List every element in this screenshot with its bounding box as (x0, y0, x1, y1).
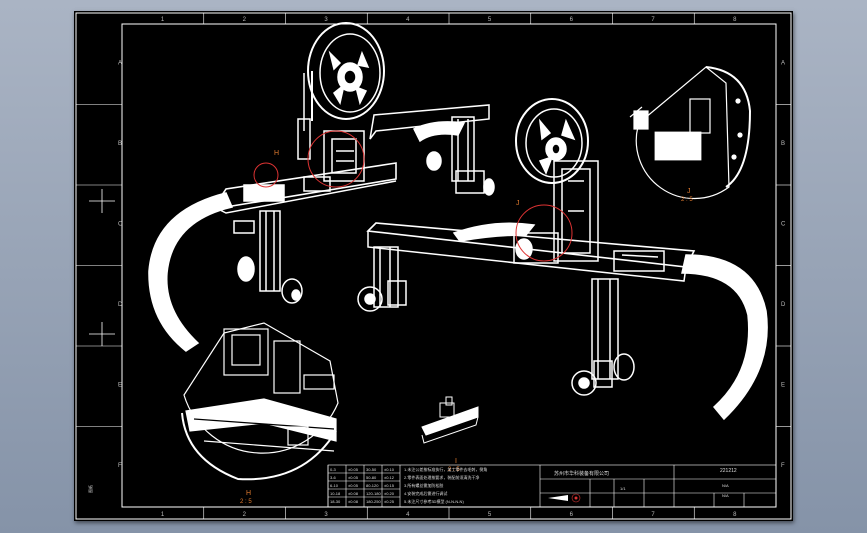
tolerance-cell: ±0.25 (384, 499, 395, 504)
zone-label-left: C (118, 221, 123, 227)
tolerance-cell: ±0.10 (384, 467, 395, 472)
zone-label-left: B (118, 141, 122, 147)
tolerance-table: 0-3 ±0.05 30-50 ±0.10 3-6 ±0.05 50-80 ±0.12 6-10… (330, 467, 395, 504)
note-line: 1.未注公差按标准执行，加工零件去毛刺，倒角 (404, 466, 487, 472)
tolerance-cell: ±0.08 (348, 491, 359, 496)
zone-label-bottom: 5 (488, 512, 492, 518)
zone-label-bottom: 4 (406, 512, 410, 518)
zone-label-right: C (781, 221, 786, 227)
zone-label-bottom: 6 (570, 512, 574, 518)
tolerance-cell: 120-180 (366, 491, 381, 496)
zone-label-bottom: 8 (733, 512, 737, 518)
tolerance-cell: ±0.12 (384, 475, 395, 480)
zone-label-left: F (118, 463, 122, 469)
zone-label-right: B (781, 141, 785, 147)
projection-symbol-circle (571, 493, 581, 503)
detail-label-h: H (246, 490, 251, 497)
zone-label-top: 7 (651, 17, 655, 23)
detail-view-bottom-left (181, 322, 339, 481)
tolerance-cell: 0-3 (330, 467, 337, 472)
tolerance-cell: ±0.05 (348, 483, 359, 488)
zone-label-bottom: 2 (243, 512, 247, 518)
tolerance-cell: 30-50 (366, 467, 377, 472)
left-curved-chute (148, 192, 234, 352)
zone-label-left: E (118, 382, 122, 388)
zone-label-top: 4 (406, 17, 410, 23)
side-stamp: 图纸 (87, 485, 93, 493)
drawing-number: 221212 (720, 468, 737, 474)
tolerance-cell: ±0.20 (384, 491, 395, 496)
zone-label-bottom: 3 (324, 512, 328, 518)
finish-value: N/A (722, 493, 729, 498)
right-assembly (357, 98, 768, 421)
title-block-text: 苏州市华科装备有限公司 221212 N/A N/A 1/1 图纸 (87, 468, 737, 498)
detail-label-j: J (687, 188, 691, 195)
zone-label-top: 8 (733, 17, 737, 23)
right-curved-chute (681, 254, 768, 421)
scale-value: 1/1 (620, 486, 626, 491)
zone-label-bottom: 1 (161, 512, 165, 518)
zone-label-top: 1 (161, 17, 165, 23)
zone-label-left: A (118, 60, 122, 66)
zone-label-right: E (781, 382, 785, 388)
zone-label-top: 2 (243, 17, 247, 23)
tolerance-cell: 50-80 (366, 475, 377, 480)
note-line: 4.安装完成后需进行调试 (404, 490, 447, 496)
zone-label-bottom: 7 (651, 512, 655, 518)
right-reel (515, 98, 589, 184)
zone-label-top: 6 (570, 17, 574, 23)
tolerance-cell: 180-250 (366, 499, 381, 504)
title-block (327, 464, 777, 508)
tolerance-cell: 10-18 (330, 491, 341, 496)
detail-scale-i: 2 : 5 (448, 467, 460, 473)
zone-label-top: 5 (488, 17, 492, 23)
zone-label-right: F (781, 463, 785, 469)
tolerance-cell: 6-10 (330, 483, 339, 488)
detail-labels: H 2 : 5 I 2 : 5 J 2 : 5 H J (240, 150, 693, 505)
notes-list: 1.未注公差按标准执行，加工零件去毛刺，倒角 2.零件表面处理按要求，装配前须清洗… (404, 466, 487, 504)
note-line: 3.所有螺丝需加防松胶 (404, 482, 443, 488)
detail-view-small (421, 396, 479, 444)
projection-symbol-cone (548, 495, 568, 501)
detail-marker-j: J (516, 200, 520, 207)
company-name: 苏州市华科装备有限公司 (554, 470, 609, 477)
note-line: 2.零件表面处理按要求，装配前须清洗干净 (404, 474, 479, 480)
zone-label-left: D (118, 302, 123, 308)
material-value: N/A (722, 483, 729, 488)
left-reel (297, 22, 385, 160)
tolerance-cell: ±0.05 (348, 475, 359, 480)
tolerance-cell: 18-30 (330, 499, 341, 504)
detail-marker-h: H (274, 150, 279, 157)
tolerance-cell: ±0.08 (348, 499, 359, 504)
tolerance-cell: 3-6 (330, 475, 337, 480)
detail-view-top-right (629, 66, 752, 200)
centering-marks (89, 189, 115, 346)
detail-scale-h: 2 : 5 (240, 499, 252, 505)
zone-label-right: A (781, 60, 785, 66)
note-line: 5.未注尺寸参考3D模型 (N-N-N-N) (404, 498, 464, 504)
zone-label-right: D (781, 302, 786, 308)
tolerance-cell: 80-120 (366, 483, 379, 488)
detail-scale-j: 2 : 5 (681, 197, 693, 203)
tolerance-cell: ±0.05 (348, 467, 359, 472)
tolerance-cell: ±0.15 (384, 483, 395, 488)
left-assembly (148, 22, 495, 352)
detail-label-i: I (455, 458, 457, 465)
zone-label-top: 3 (324, 17, 328, 23)
outer-border (75, 12, 792, 520)
